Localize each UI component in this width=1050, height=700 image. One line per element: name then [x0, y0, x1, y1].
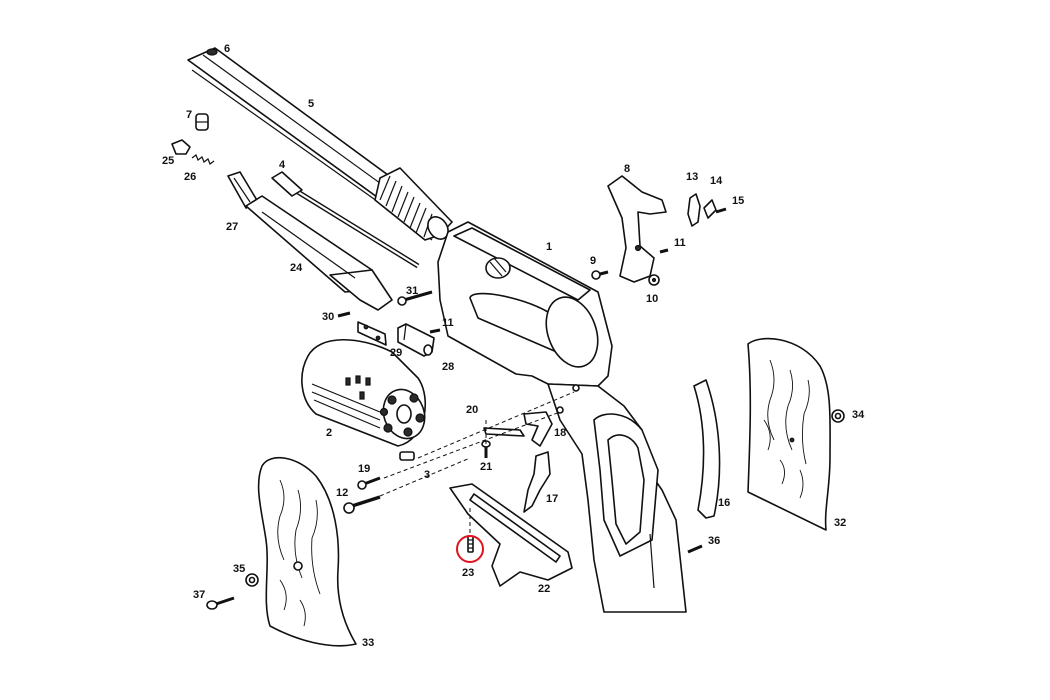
part-11-pin-a [429, 328, 441, 334]
label-part-21: 21 [480, 461, 493, 473]
part-1-frame [437, 221, 687, 613]
part-11-pin-b [659, 248, 669, 254]
label-part-35: 35 [233, 563, 246, 575]
part-29-link [357, 321, 387, 346]
label-part-17: 17 [546, 493, 559, 505]
part-28-latch-block [397, 323, 435, 357]
part-24-loading-lever [245, 195, 393, 311]
label-part-12: 12 [336, 487, 349, 499]
part-2-cylinder [301, 338, 426, 447]
part-12-screw [343, 495, 381, 514]
label-part-25: 25 [162, 155, 175, 167]
label-part-11a: 11 [442, 317, 454, 329]
part-32-right-grip [747, 337, 831, 531]
part-34-escutcheon [831, 409, 845, 423]
label-part-19: 19 [358, 463, 371, 475]
label-part-29: 29 [390, 347, 403, 359]
label-part-24: 24 [290, 262, 303, 274]
label-part-36: 36 [708, 535, 721, 547]
part-25-latch [171, 139, 191, 155]
label-part-32: 32 [834, 517, 847, 529]
part-7-nut [195, 113, 209, 131]
label-part-10: 10 [646, 293, 659, 305]
label-part-33: 33 [362, 637, 375, 649]
part-3-nipple [399, 451, 415, 461]
part-16-mainspring [693, 379, 721, 519]
label-part-9: 9 [590, 255, 597, 267]
label-part-30: 30 [322, 311, 335, 323]
label-part-16: 16 [718, 497, 731, 509]
part-5-barrel [187, 47, 453, 241]
label-part-1: 1 [546, 241, 553, 253]
part-4-loading-rod [271, 171, 420, 269]
part-6-front-sight [206, 48, 218, 56]
label-part-5: 5 [308, 98, 315, 110]
part-26-spring [191, 154, 215, 165]
label-part-7: 7 [186, 109, 193, 121]
part-10-roller [648, 274, 660, 286]
part-9-screw [591, 270, 609, 280]
part-8-hammer [607, 175, 667, 283]
part-31-screw [397, 290, 433, 306]
label-part-34: 34 [852, 409, 865, 421]
label-part-6: 6 [224, 43, 231, 55]
label-part-31: 31 [406, 285, 419, 297]
label-part-2: 2 [326, 427, 333, 439]
assembly-guide-lines [379, 391, 575, 536]
label-part-8: 8 [624, 163, 631, 175]
label-part-11b: 11 [674, 237, 686, 249]
part-20-bolt-spring [483, 427, 525, 437]
label-part-22: 22 [538, 583, 551, 595]
part-15-pin [715, 207, 727, 214]
part-37-grip-screw [206, 596, 235, 610]
label-part-20: 20 [466, 404, 479, 416]
part-36-pin [687, 544, 703, 554]
label-part-18: 18 [554, 427, 567, 439]
part-18-bolt [523, 411, 553, 447]
label-part-13: 13 [686, 171, 699, 183]
part-19-screw [357, 476, 381, 490]
part-17-trigger [523, 451, 551, 513]
label-part-27: 27 [226, 221, 239, 233]
part-23-highlight-ring [456, 535, 484, 563]
label-part-15: 15 [732, 195, 745, 207]
label-part-28: 28 [442, 361, 455, 373]
part-22-trigger-guard [449, 483, 573, 587]
label-part-14: 14 [710, 175, 723, 187]
part-30-pin [337, 311, 351, 318]
label-part-26: 26 [184, 171, 197, 183]
part-14-spring [703, 199, 717, 219]
part-23-screw [467, 535, 474, 553]
label-part-4: 4 [279, 159, 286, 171]
part-13-hand [687, 193, 701, 227]
part-33-left-grip [257, 457, 357, 647]
label-part-3: 3 [424, 469, 431, 481]
label-part-37: 37 [193, 589, 206, 601]
part-35-escutcheon [245, 573, 259, 587]
label-part-23: 23 [462, 567, 475, 579]
